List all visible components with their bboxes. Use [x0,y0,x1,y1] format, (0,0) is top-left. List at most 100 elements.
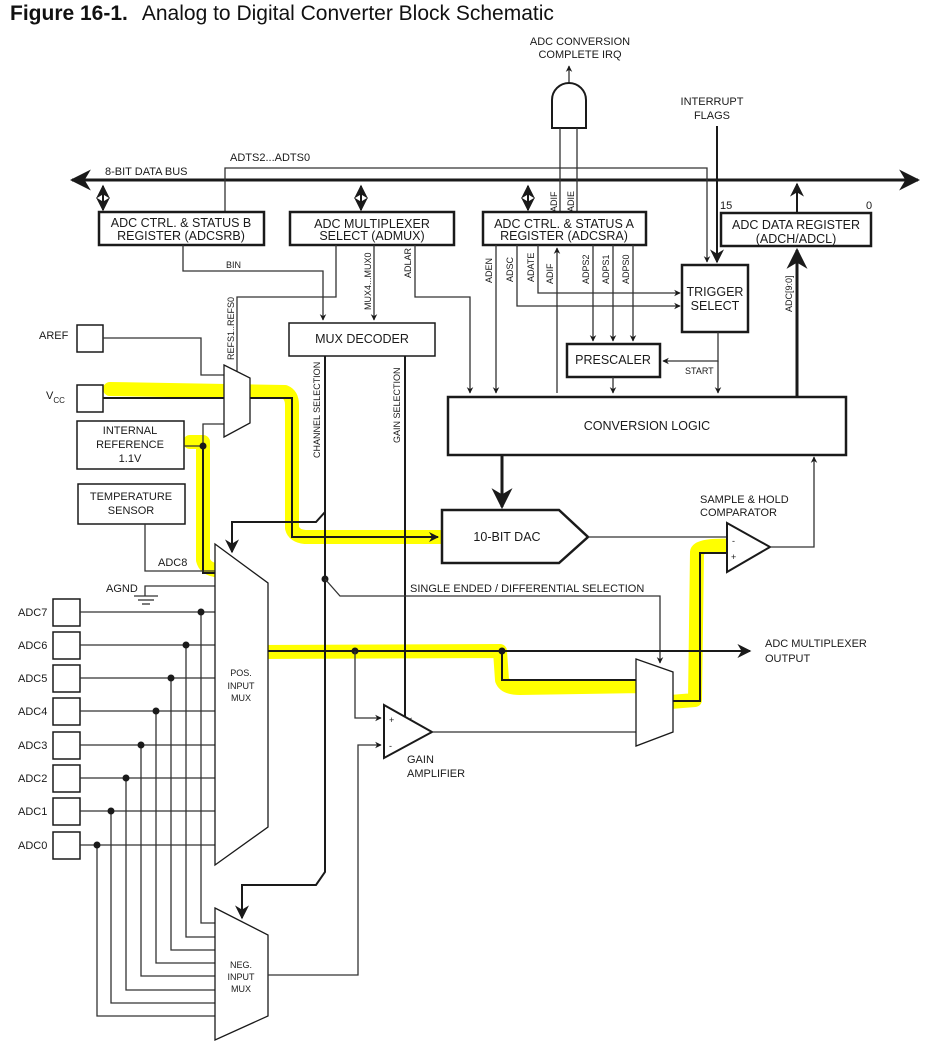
mux-output-label-1: ADC MULTIPLEXER [765,638,867,650]
adate-label: ADATE [526,253,536,282]
aden-label: ADEN [484,258,494,283]
adc-pin-label: ADC5 [18,673,47,685]
amp-minus: - [389,741,392,751]
gain-amp-label-1: GAIN [407,754,434,766]
junction-dot [167,674,175,682]
svg-text:POS.: POS. [230,668,252,678]
int-ref-to-posmux-line [202,446,215,574]
adc-pin-box [52,697,81,726]
adc-pin-box [52,764,81,793]
adc-pin-neg-line [110,811,215,1004]
adc-pin-neg-line [125,778,215,991]
mux-decoder-block: MUX DECODER [288,322,436,357]
svg-text:REGISTER (ADCSRA): REGISTER (ADCSRA) [500,229,628,243]
adsc-line [516,245,681,310]
svg-text:PRESCALER: PRESCALER [575,353,651,367]
mux-to-comparator-line [673,552,727,702]
sample-hold-label-2: COMPARATOR [700,507,777,519]
adc-pin-label: ADC3 [18,740,47,752]
adie-top-label: ADIE [566,191,576,212]
irq-label-1: ADC CONVERSION [530,36,630,48]
figure-caption: Analog to Digital Converter Block Schema… [141,2,554,25]
comparator-to-logic-line [770,456,818,548]
adc-pin-box [52,731,81,760]
adlar-label: ADLAR [403,247,413,278]
agnd-label: AGND [106,583,138,595]
adc-data-register: 15 0 ADC DATA REGISTER (ADCH/ADCL) [719,200,873,248]
and-gate-icon [551,82,587,129]
gain-amplifier-icon [383,703,435,760]
refs-label: REFS1..REFS0 [226,297,236,360]
junction-dot [93,841,101,849]
svg-text:ADC CTRL. & STATUS A: ADC CTRL. & STATUS A [494,217,635,231]
int-ref-to-refmux-line [202,423,224,446]
refs-line [233,245,337,379]
comparator-minus: - [732,536,735,546]
ground-icon [134,595,158,605]
dac-block: 10-BIT DAC [440,508,590,565]
vcc-pin [76,384,104,413]
comparator-plus: + [731,552,736,562]
adlar-line [414,245,474,394]
svg-text:NEG.: NEG. [230,960,252,970]
channel-selection-neg-line [235,512,326,920]
start-line [662,332,719,365]
junction-dot [122,774,130,782]
svg-text:MUX: MUX [231,984,251,994]
sample-hold-label-1: SAMPLE & HOLD [700,494,789,506]
mux-bits-label: MUX4...MUX0 [363,252,373,310]
adps2-label: ADPS2 [581,254,591,284]
adts-line [224,167,711,263]
adc-pin-label: ADC0 [18,840,47,852]
adps1-label: ADPS1 [601,254,611,284]
junction-dot [199,442,207,450]
adc8-label: ADC8 [158,557,187,569]
admux-register: ADC MULTIPLEXER SELECT (ADMUX) [288,210,456,247]
adps0-label: ADPS0 [621,254,631,284]
svg-text:REGISTER (ADCSRB): REGISTER (ADCSRB) [117,229,245,243]
gain-amp-label-2: AMPLIFIER [407,768,465,780]
adc-pin-box [52,631,81,660]
svg-text:ADC CTRL. & STATUS B: ADC CTRL. & STATUS B [111,216,252,230]
comparator-icon [726,521,773,574]
adsc-label: ADSC [505,256,515,282]
channel-selection-line [225,356,326,554]
svg-text:ADC MULTIPLEXER: ADC MULTIPLEXER [314,217,430,231]
interrupt-flags-label-1: INTERRUPT [681,96,744,108]
temp-line [144,524,215,572]
temperature-sensor-block: TEMPERATURE SENSOR [77,483,186,525]
amp-minus-line [268,741,382,976]
svg-text:INTERNAL: INTERNAL [103,425,157,437]
junction-dot [197,608,205,616]
svg-text:ADC DATA REGISTER: ADC DATA REGISTER [732,218,860,232]
svg-text:INPUT: INPUT [228,972,256,982]
bin-label: BIN [226,260,241,270]
channel-selection-label: CHANNEL SELECTION [312,362,322,458]
adc-pin-neg-line [96,845,215,1017]
adc-pin-label: ADC4 [18,706,47,718]
pos-input-mux: POS. INPUT MUX [214,542,269,867]
svg-text:CONVERSION LOGIC: CONVERSION LOGIC [584,419,710,433]
figure-number: Figure 16-1. [10,2,128,25]
adc-pin-neg-line [140,745,215,977]
se-diff-mux-icon [635,658,674,747]
adc-pin-neg-line [170,678,215,951]
svg-text:MUX: MUX [231,693,251,703]
adc-pin-neg-line [155,711,215,964]
junction-dot [152,707,160,715]
adc-pin-neg-line [200,612,215,924]
aref-to-dac-line [250,397,439,542]
amp-plus: + [389,715,394,725]
gain-selection-label: GAIN SELECTION [392,367,402,443]
adcsra-register: ADC CTRL. & STATUS A REGISTER (ADCSRA) [481,210,648,247]
svg-text:SELECT (ADMUX): SELECT (ADMUX) [319,229,424,243]
adc-pin-label: ADC1 [18,806,47,818]
neg-input-mux: NEG. INPUT MUX [214,906,269,1042]
aref-line [103,337,224,376]
adc-pin-box [52,664,81,693]
vcc-label: VCC [46,390,65,405]
se-diff-label: SINGLE ENDED / DIFFERENTIAL SELECTION [410,583,644,595]
svg-text:10-BIT DAC: 10-BIT DAC [473,530,540,544]
